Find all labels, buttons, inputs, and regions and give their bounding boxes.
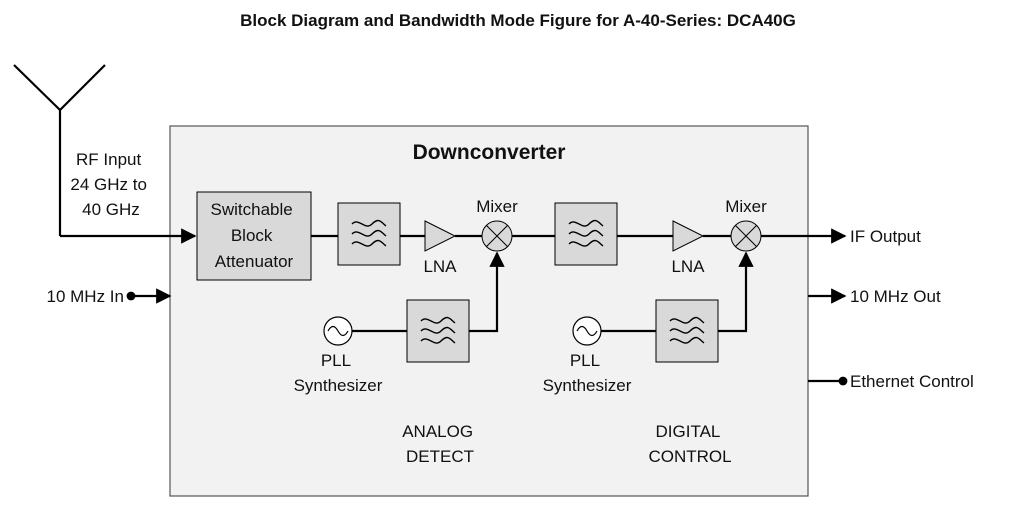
attenuator-label: Switchable Block Attenuator	[211, 200, 298, 271]
pll-2-label: PLL Synthesizer	[543, 351, 632, 395]
bandpass-filter-icon	[406, 299, 470, 363]
mixer-2-label: Mixer	[725, 197, 767, 216]
ethernet-label: Ethernet Control	[850, 372, 974, 391]
antenna-icon	[13, 64, 106, 236]
mixer-x-icon	[481, 220, 513, 252]
figure-title: Block Diagram and Bandwidth Mode Figure …	[240, 11, 796, 30]
ref-in-label: 10 MHz In	[47, 287, 124, 306]
bandpass-filter-icon	[554, 202, 618, 266]
pll-1-label: PLL Synthesizer	[294, 351, 383, 395]
mixer-1-label: Mixer	[476, 197, 518, 216]
if-output-label: IF Output	[850, 227, 921, 246]
amplifier-triangle-icon	[424, 220, 457, 252]
switchable-block-attenuator	[196, 191, 312, 281]
lna-2-label: LNA	[671, 257, 705, 276]
bandpass-filter-icon	[655, 299, 719, 363]
lna-1-label: LNA	[423, 257, 457, 276]
rf-input-label: RF Input 24 GHz to 40 GHz	[70, 150, 151, 219]
digital-control-label: DIGITAL CONTROL	[648, 422, 731, 466]
mixer-x-icon	[730, 220, 762, 252]
oscillator-sine-icon	[323, 316, 353, 346]
downconverter-label: Downconverter	[413, 141, 566, 164]
bandpass-filter-icon	[337, 202, 401, 266]
lo-1-to-mixer	[469, 251, 505, 333]
lo-2-to-mixer	[718, 251, 754, 333]
ref-out-label: 10 MHz Out	[850, 287, 941, 306]
amplifier-triangle-icon	[672, 220, 705, 252]
oscillator-sine-icon	[572, 316, 602, 346]
analog-detect-label: ANALOG DETECT	[402, 422, 478, 466]
